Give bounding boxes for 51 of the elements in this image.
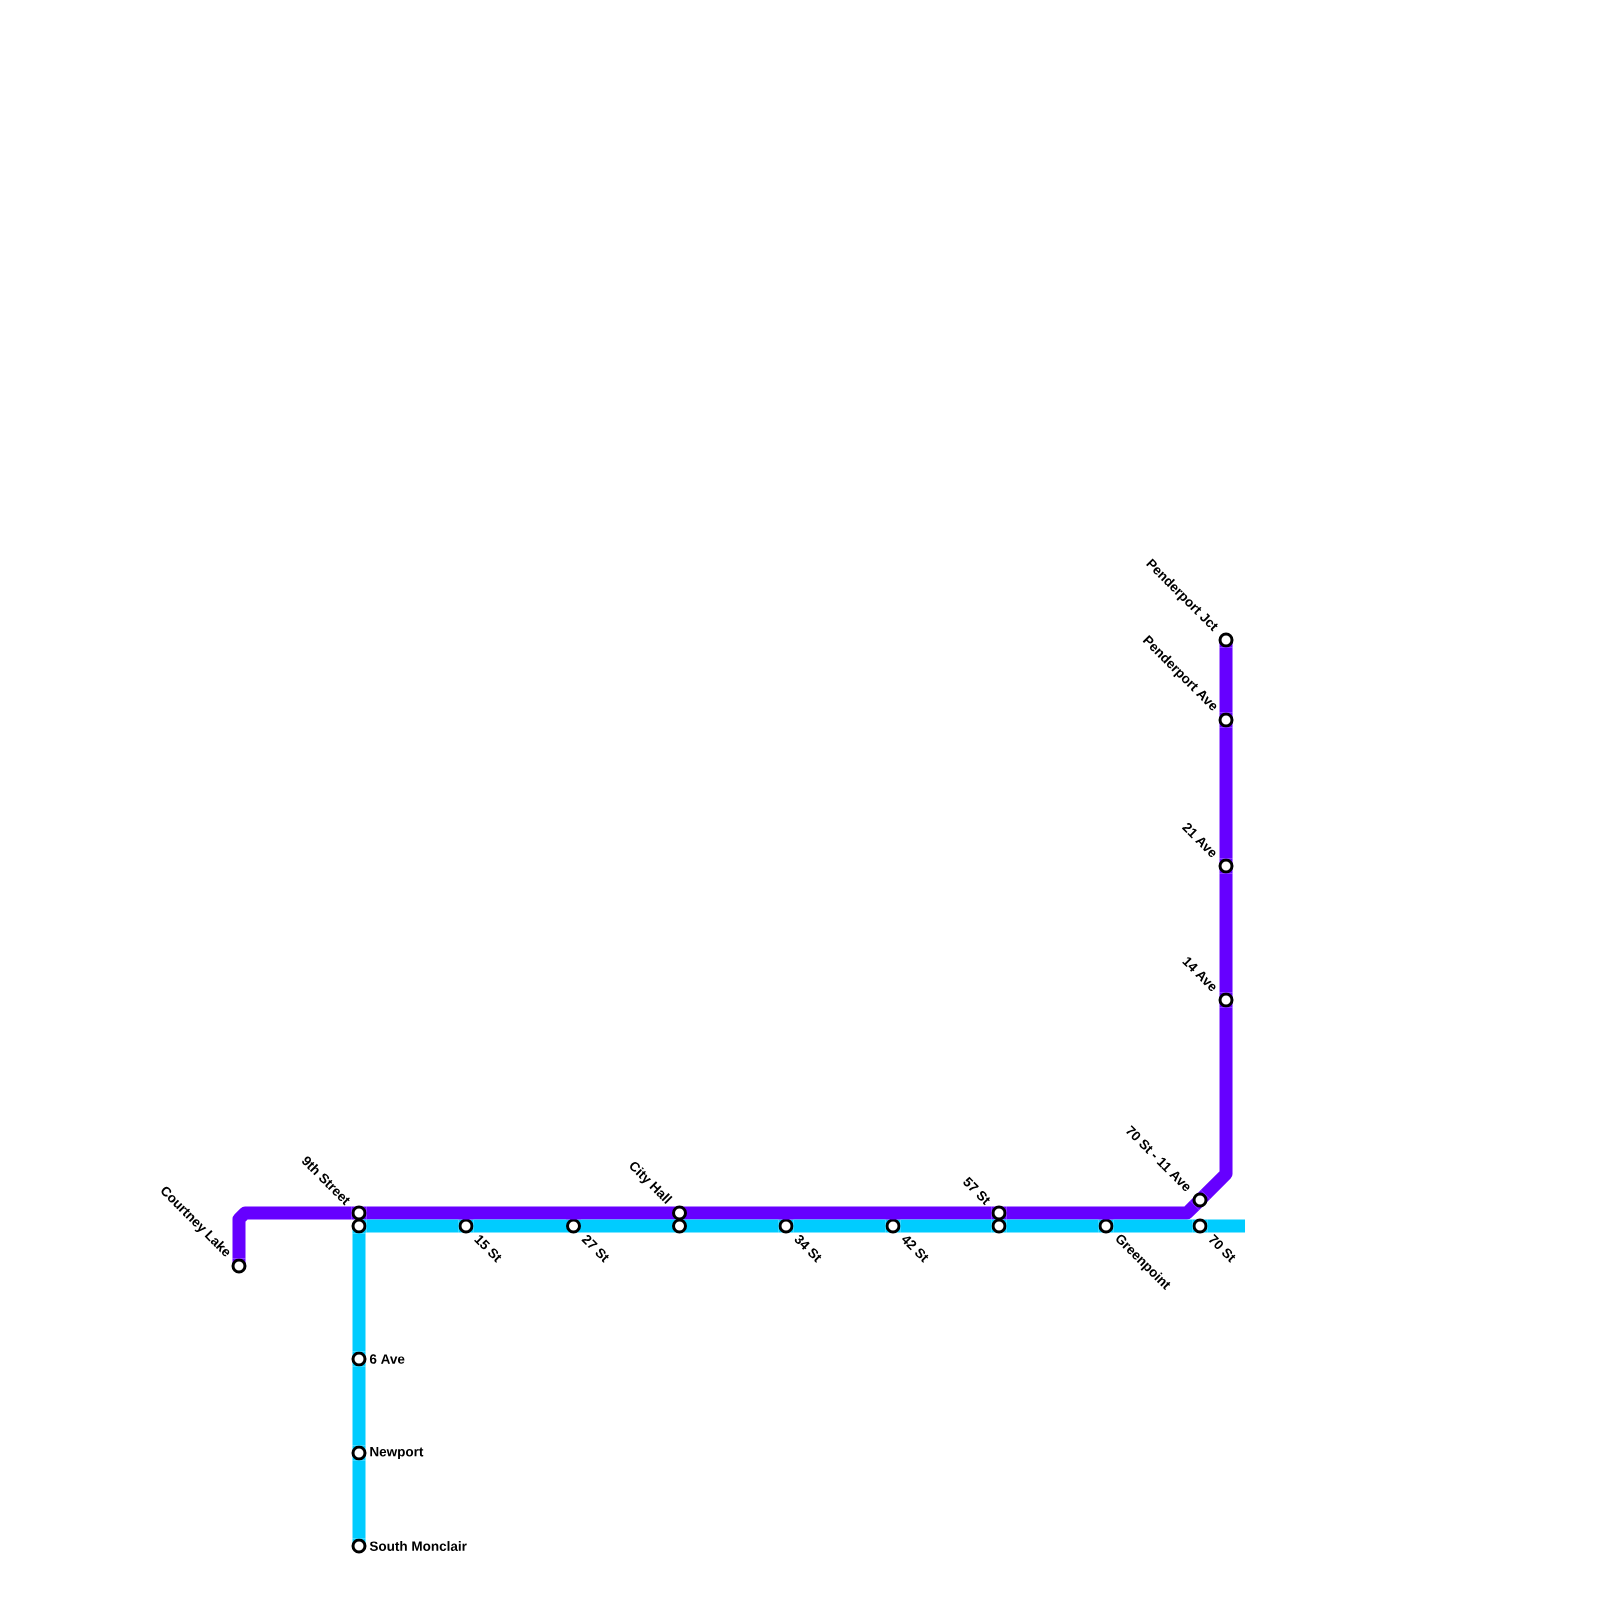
- station-marker: [351, 1351, 367, 1367]
- route-line: [1219, 647, 1233, 713]
- station-marker: [351, 1218, 367, 1234]
- station-label: Newport: [370, 1447, 424, 1460]
- station-label: 27 St: [581, 1234, 609, 1263]
- route-line: [1200, 1007, 1233, 1200]
- station-marker: [1098, 1218, 1114, 1234]
- station-label: 6 Ave: [369, 1354, 405, 1364]
- route-line: [366, 1219, 459, 1233]
- station-label: 57 St: [963, 1176, 991, 1206]
- route-line: [473, 1219, 566, 1233]
- station-label: 15 St: [474, 1235, 502, 1263]
- route-line: [581, 1219, 672, 1233]
- route-line: [352, 1460, 366, 1539]
- route-line: [900, 1219, 992, 1233]
- station-label: 42 St: [902, 1236, 929, 1263]
- route-line: [1006, 1200, 1200, 1220]
- route-line: [687, 1206, 992, 1220]
- station-marker: [778, 1218, 794, 1234]
- station-label: 70 St - 11 Ave: [1126, 1125, 1190, 1192]
- route-line: [366, 1206, 672, 1220]
- station-marker: [672, 1218, 687, 1234]
- station-marker: [1218, 992, 1234, 1008]
- station-marker: [1192, 1218, 1208, 1234]
- station-label: South Monclair: [369, 1541, 467, 1551]
- route-line: [232, 1206, 352, 1259]
- station-label: 70 St: [1208, 1233, 1236, 1263]
- station-marker: [1218, 712, 1234, 728]
- station-marker: [566, 1218, 581, 1234]
- station-marker: [458, 1218, 474, 1234]
- route-line: [793, 1219, 886, 1233]
- station-label: 14 Ave: [1182, 957, 1216, 992]
- station-marker: [991, 1218, 1007, 1234]
- route-line: [352, 1366, 366, 1446]
- station-marker: [1190, 1190, 1210, 1210]
- station-marker: [351, 1538, 367, 1554]
- station-marker: [1218, 632, 1234, 648]
- route-line: [1219, 873, 1233, 993]
- station-label: 21 Ave: [1181, 822, 1216, 858]
- route-line: [352, 1233, 366, 1352]
- station-marker: [672, 1205, 687, 1221]
- route-line: [1006, 1219, 1099, 1233]
- station-marker: [231, 1258, 247, 1274]
- station-label: 34 St: [794, 1234, 822, 1263]
- station-marker: [351, 1445, 367, 1461]
- route-line: [1219, 727, 1233, 859]
- route-line: [687, 1219, 779, 1233]
- route-line: [1207, 1219, 1245, 1233]
- station-marker: [885, 1218, 901, 1234]
- station-marker: [1218, 858, 1234, 874]
- route-line: [1113, 1219, 1193, 1233]
